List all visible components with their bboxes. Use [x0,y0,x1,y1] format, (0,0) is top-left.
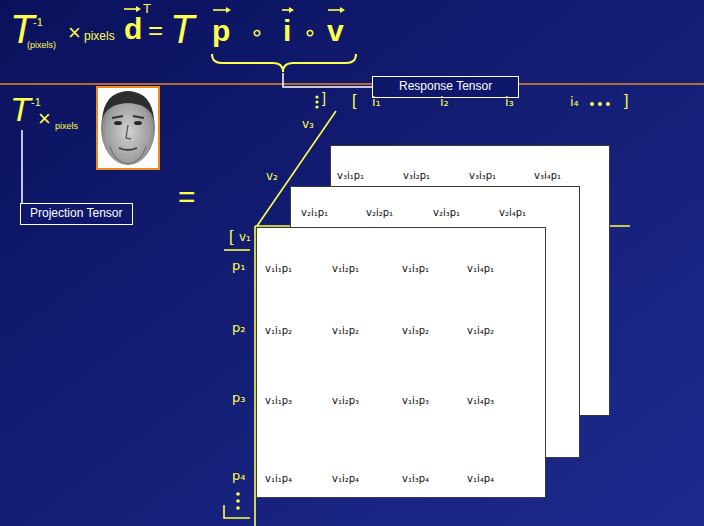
ellipsis-dots [236,95,610,509]
tensor-slice: v₁i₁p₁ v₁i₂p₁ v₁i₃p₁ v₁i₄p₁ v₁i₁p₂ v₁i₂p₂ v₁i₃… [256,227,546,498]
operator: = [178,180,196,215]
tensor-entry: v₃i₄p₁ [534,170,561,182]
tensor-entry: v₁i₃p₂ [402,325,429,337]
superscript: -1 [33,16,43,29]
tensor-entry: v₃i₂p₁ [403,170,430,182]
axis-label: p₂ [232,321,245,336]
callout-text: Response Tensor [399,79,492,95]
divider-line [0,83,704,85]
tensor-entry: v₁i₄p₄ [467,473,494,485]
tensor-entry: v₁i₄p₁ [467,263,494,275]
tensor-entry: v₁i₁p₁ [265,263,292,275]
tensor-entry: v₁i₃p₃ [402,395,429,407]
tensor-entry: v₃i₃p₁ [469,170,496,182]
tensor-entry: v₁i₄p₂ [467,325,494,337]
axis-label: p₃ [232,391,245,406]
axis-label: i₂ [440,95,449,110]
axis-label: v₂ [266,170,278,184]
tensor-entry: v₁i₁p₂ [265,325,292,337]
axis-label: p₁ [232,259,245,274]
tensor-entry: v₁i₂p₂ [332,325,359,337]
leader-line [21,130,23,203]
callout-text: Projection Tensor [30,206,123,222]
superscript: T [143,2,151,17]
bracket: [ [229,228,233,246]
operator: = [148,16,163,46]
tensor-axes [224,111,630,526]
operator: × [38,106,51,131]
tensor-entry: v₁i₂p₄ [332,473,359,485]
face-image [97,87,159,169]
tensor-entry: v₃i₁p₁ [337,170,364,182]
vector-symbol: i [283,14,291,49]
tensor-entry: v₂i₂p₁ [366,207,393,219]
axis-label: v₁ [239,231,251,245]
vector-symbol: p [212,14,230,49]
tensor-entry: v₁i₁p₃ [265,395,292,407]
bracket: [ [352,92,356,110]
tensor-symbol: T [170,6,194,52]
bracket: ] [322,90,326,106]
callout-box: Projection Tensor [20,203,133,225]
axis-label: i₁ [372,95,381,110]
operator: ∘ [250,20,264,45]
tensor-entry: v₁i₃p₄ [402,473,429,485]
axis-label: i₃ [505,95,514,110]
leader-line [283,73,372,87]
tensor-symbol: T [10,90,31,129]
operator: × [68,20,81,45]
tensor-entry: v₁i₄p₃ [467,395,494,407]
tensor-entry: v₁i₂p₁ [332,263,359,275]
bracket: ] [624,92,628,110]
axis-label: p₄ [232,469,245,484]
tensor-entry: v₂i₁p₁ [301,207,328,219]
vector-symbol: v [327,14,344,49]
tensor-entry: v₁i₃p₁ [402,263,429,275]
mode-subscript: pixels [84,30,115,44]
vector-arrows [124,6,345,13]
tensor-entry: v₁i₂p₃ [332,395,359,407]
vector-symbol: d [124,12,142,47]
axis-label: v₃ [302,118,314,132]
mode-subscript: (pixels) [27,40,56,50]
axis-label: i₄ [570,95,579,110]
tensor-entry: v₂i₃p₁ [433,207,460,219]
tensor-entry: v₁i₁p₄ [265,473,292,485]
underbrace [212,54,356,72]
operator: ∘ [303,20,317,45]
mode-subscript: pixels [55,121,78,131]
tensor-entry: v₂i₄p₁ [499,207,526,219]
